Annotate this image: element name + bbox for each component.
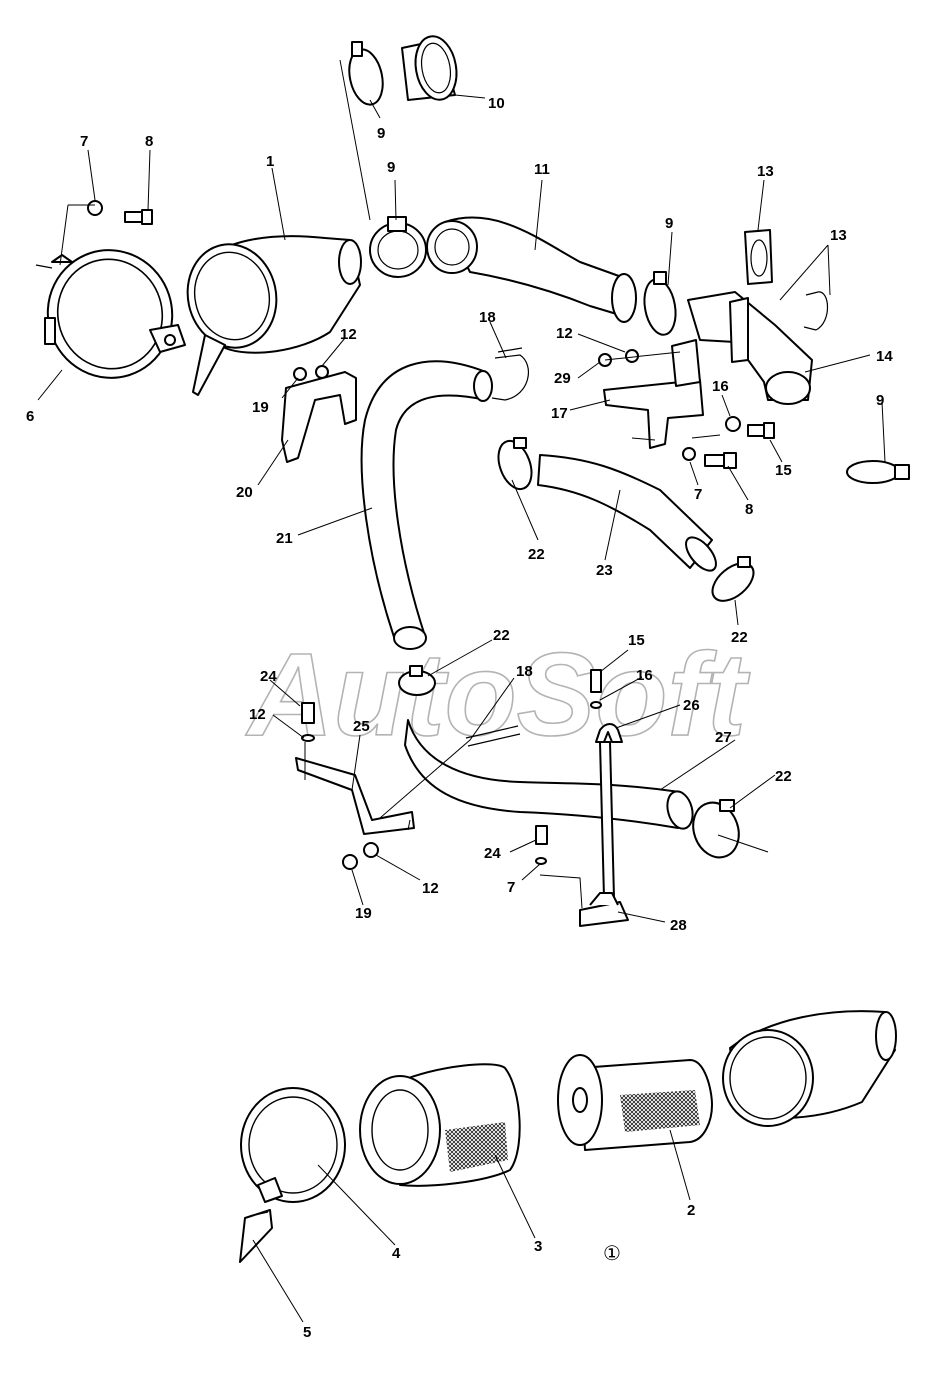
label-2: 2 bbox=[687, 1202, 695, 1219]
hose-clamp-22-upper bbox=[497, 437, 533, 491]
label-15: 15 bbox=[628, 632, 645, 649]
dust-valve-5 bbox=[239, 1209, 273, 1263]
pipe-21 bbox=[360, 360, 493, 650]
label-22: 22 bbox=[731, 629, 748, 646]
leader-lines bbox=[37, 59, 886, 1323]
label-9: 9 bbox=[377, 125, 385, 142]
adaptor-10 bbox=[401, 35, 458, 101]
nut-19-top bbox=[293, 367, 307, 381]
label-14: 14 bbox=[876, 348, 893, 365]
label-10: 10 bbox=[488, 95, 505, 112]
label-12: 12 bbox=[249, 706, 266, 723]
mounting-band-6 bbox=[35, 249, 186, 379]
bracket-13-upper bbox=[744, 229, 773, 285]
circled-view-marker: ① bbox=[603, 1243, 621, 1265]
label-23: 23 bbox=[596, 562, 613, 579]
hose-clamp-9-top bbox=[348, 41, 384, 106]
label-20: 20 bbox=[236, 484, 253, 501]
cover-4 bbox=[240, 1087, 346, 1203]
label-22: 22 bbox=[775, 768, 792, 785]
nut-7-right bbox=[682, 447, 696, 461]
label-7: 7 bbox=[694, 486, 702, 503]
bolt-15-right bbox=[747, 422, 775, 439]
bracket-20 bbox=[281, 371, 357, 463]
label-1: 1 bbox=[266, 153, 274, 170]
support-rod-28 bbox=[579, 741, 629, 927]
nut-19-lower bbox=[342, 854, 358, 870]
washer-7-top bbox=[87, 200, 103, 216]
label-22: 22 bbox=[493, 627, 510, 644]
air-cleaner-housing-1 bbox=[186, 235, 362, 396]
label-29: 29 bbox=[554, 370, 571, 387]
label-13: 13 bbox=[757, 163, 774, 180]
label-13: 13 bbox=[830, 227, 847, 244]
washer-16-right bbox=[725, 416, 741, 432]
label-22: 22 bbox=[528, 546, 545, 563]
hose-23 bbox=[537, 454, 717, 572]
label-12: 12 bbox=[556, 325, 573, 342]
hose-clamp-9-far-right bbox=[846, 460, 910, 484]
label-15: 15 bbox=[775, 462, 792, 479]
label-7: 7 bbox=[507, 879, 515, 896]
hose-11 bbox=[426, 216, 637, 323]
bracket-25 bbox=[295, 757, 415, 835]
watermark: AutoSoft bbox=[245, 629, 751, 761]
clip-26 bbox=[595, 723, 623, 743]
label-8: 8 bbox=[145, 133, 153, 150]
label-9: 9 bbox=[665, 215, 673, 232]
hose-clamp-22-mid bbox=[398, 665, 436, 696]
hose-clamp-9-mid bbox=[369, 216, 427, 278]
label-28: 28 bbox=[670, 917, 687, 934]
washer-12-right bbox=[625, 349, 639, 363]
label-26: 26 bbox=[683, 697, 700, 714]
u-bolt-18-lower bbox=[465, 725, 521, 747]
label-18: 18 bbox=[479, 309, 496, 326]
housing-top-inset bbox=[722, 1010, 897, 1127]
label-3: 3 bbox=[534, 1238, 542, 1255]
elbow-14 bbox=[687, 291, 829, 405]
label-9: 9 bbox=[876, 392, 884, 409]
bolt-8-top bbox=[124, 209, 153, 225]
label-6: 6 bbox=[26, 408, 34, 425]
label-25: 25 bbox=[353, 718, 370, 735]
label-27: 27 bbox=[715, 729, 732, 746]
label-4: 4 bbox=[392, 1245, 401, 1262]
u-bolt-18-top bbox=[491, 347, 529, 401]
label-8: 8 bbox=[745, 501, 753, 518]
bolt-24-lower bbox=[535, 825, 548, 865]
label-11: 11 bbox=[534, 161, 550, 178]
label-19: 19 bbox=[355, 905, 372, 922]
hose-clamp-22-lower bbox=[692, 799, 740, 859]
label-19: 19 bbox=[252, 399, 269, 416]
bracket-17 bbox=[603, 339, 704, 449]
label-16: 16 bbox=[712, 378, 729, 395]
hose-clamp-9-right bbox=[643, 271, 677, 336]
label-7: 7 bbox=[80, 133, 88, 150]
safety-filter-2 bbox=[557, 1054, 713, 1151]
label-5: 5 bbox=[303, 1324, 311, 1341]
label-17: 17 bbox=[551, 405, 568, 422]
bolt-24-left bbox=[301, 702, 315, 742]
main-filter-3 bbox=[359, 1063, 521, 1187]
label-18: 18 bbox=[516, 663, 533, 680]
callout-labels: 1 2 3 4 5 6 7 7 7 8 8 9 9 9 9 10 11 12 1… bbox=[26, 95, 893, 1341]
label-24: 24 bbox=[484, 845, 501, 862]
washer-12-lower bbox=[363, 842, 379, 858]
label-16: 16 bbox=[636, 667, 653, 684]
bolt-15-center bbox=[590, 669, 602, 709]
label-21: 21 bbox=[276, 530, 293, 547]
hose-clamp-22-right bbox=[711, 556, 755, 602]
label-9: 9 bbox=[387, 159, 395, 176]
label-12: 12 bbox=[422, 880, 439, 897]
label-12: 12 bbox=[340, 326, 357, 343]
label-24: 24 bbox=[260, 668, 277, 685]
bolt-8-right bbox=[704, 452, 737, 469]
